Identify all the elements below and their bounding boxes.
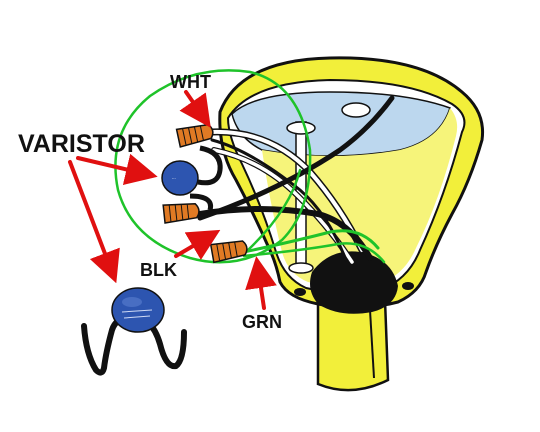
wire-nut-icon (162, 203, 200, 224)
black-wire (197, 206, 373, 261)
callout-circle (114, 69, 312, 264)
downrod-shadow (369, 309, 375, 379)
arrow-grn (245, 256, 277, 310)
screw-left (294, 288, 306, 296)
center-nut (341, 102, 371, 118)
bolt-nut-top (286, 121, 316, 135)
arrow-varistor-to-circuit (76, 153, 158, 185)
varistor-detail (81, 287, 187, 376)
varistor-component-icon (111, 287, 165, 333)
varistor-detail-lead-left (81, 315, 131, 376)
green-wire-3 (246, 168, 302, 252)
canopy-inner-wall (262, 108, 458, 287)
varistor-detail-lead-right (145, 319, 187, 370)
label-blk: BLK (140, 260, 177, 280)
green-wire-2 (242, 242, 386, 264)
label-varistor: VARISTOR (18, 130, 145, 158)
label-grn: GRN (242, 312, 282, 332)
black-wire-2 (210, 138, 348, 262)
varistor-marking (123, 315, 151, 319)
varistor-lead-bottom (189, 193, 214, 211)
varistor-lead-top (197, 145, 223, 186)
black-wire-supply (197, 95, 395, 221)
arrow-blk (174, 229, 221, 260)
varistor-marking (121, 309, 153, 313)
wire-nut-icon (175, 123, 214, 148)
arrow-varistor-to-detail (68, 160, 120, 284)
screw-right (402, 282, 414, 290)
varistor-highlight (122, 297, 142, 307)
cable-grommet (310, 251, 398, 314)
arrows (68, 90, 277, 310)
arrow-wht (179, 90, 211, 128)
varistor-in-circuit: ··· (161, 145, 223, 211)
bolt-nut-bottom (288, 262, 314, 274)
varistor-component-icon (161, 160, 199, 196)
ceiling-fixture-canopy-icon (218, 56, 485, 392)
varistor-marking: ··· (172, 176, 176, 181)
label-wht: WHT (170, 72, 211, 92)
